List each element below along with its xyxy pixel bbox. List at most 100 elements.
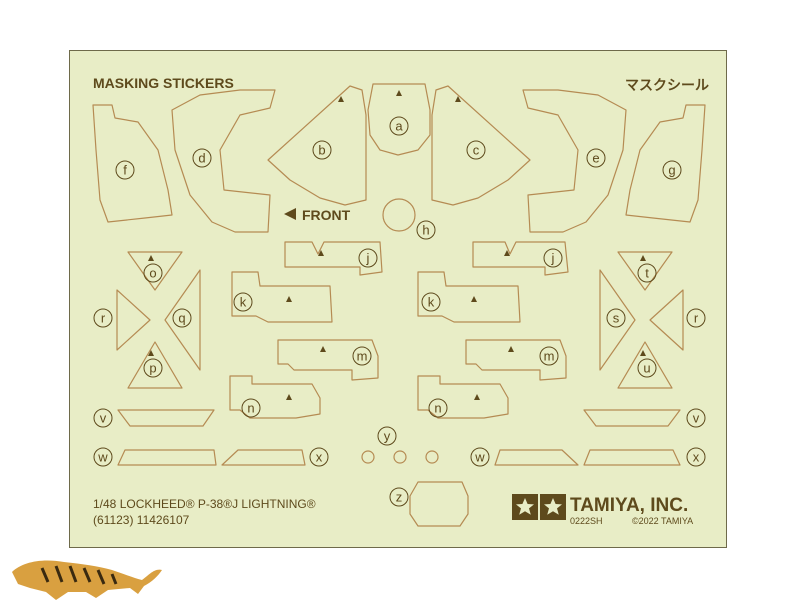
part-label-circle-h <box>416 220 436 240</box>
sticker-v-left <box>117 409 215 427</box>
part-label-circle-w <box>470 447 490 467</box>
part-label-circle-p <box>143 358 163 378</box>
part-label-circle-j <box>358 248 378 268</box>
part-label-n: n <box>247 401 254 416</box>
part-label-circle-n <box>428 398 448 418</box>
part-label-z: z <box>396 490 403 505</box>
sticker-y-3 <box>425 450 439 464</box>
sheet-code: 0222SH <box>570 516 603 526</box>
sticker-a <box>367 83 431 156</box>
part-label-circle-q <box>172 308 192 328</box>
sticker-d <box>171 89 276 233</box>
sticker-r-right <box>649 289 684 351</box>
part-label-c: c <box>473 143 480 158</box>
sticker-x-left <box>221 449 306 466</box>
sticker-r-left <box>116 289 151 351</box>
sticker-h <box>382 198 416 232</box>
sticker-w-left <box>117 449 217 466</box>
sticker-c <box>431 85 531 206</box>
part-label-d: d <box>198 151 205 166</box>
part-label-circle-v <box>686 408 706 428</box>
part-label-s: s <box>613 311 620 326</box>
part-label-j: j <box>551 251 555 266</box>
sticker-s <box>599 269 636 371</box>
part-label-circle-x <box>309 447 329 467</box>
part-label-circle-j <box>543 248 563 268</box>
sticker-n-right <box>417 375 509 419</box>
part-label-h: h <box>422 223 429 238</box>
sticker-x-right <box>583 449 681 466</box>
part-label-circle-k <box>233 292 253 312</box>
sticker-p <box>127 341 183 389</box>
part-label-j: j <box>366 251 370 266</box>
sticker-u <box>617 341 673 389</box>
sticker-k-left <box>231 271 333 323</box>
part-label-circle-k <box>421 292 441 312</box>
part-label-circle-x <box>686 447 706 467</box>
part-label-circle-b <box>312 140 332 160</box>
copyright-notice: ©2022 TAMIYA <box>632 516 694 526</box>
part-label-t: t <box>645 266 649 281</box>
part-label-circle-d <box>192 148 212 168</box>
part-label-o: o <box>149 266 156 281</box>
part-label-circle-r <box>686 308 706 328</box>
part-label-circle-r <box>93 308 113 328</box>
sticker-w-right <box>494 449 579 466</box>
product-code: (61123) 11426107 <box>93 513 190 527</box>
brand-name: TAMIYA, INC. <box>570 495 689 516</box>
part-label-circle-m <box>539 346 559 366</box>
sticker-m-right <box>465 339 567 381</box>
sticker-n-left <box>229 375 321 419</box>
part-label-circle-u <box>637 358 657 378</box>
part-label-p: p <box>149 361 156 376</box>
sticker-b <box>267 85 367 206</box>
sticker-j-left <box>284 241 383 276</box>
tiger-mascot <box>12 560 162 600</box>
part-label-circle-f <box>115 160 135 180</box>
part-label-m: m <box>357 349 368 364</box>
sticker-k-right <box>417 271 521 323</box>
part-label-x: x <box>316 450 323 465</box>
part-label-r: r <box>694 311 699 326</box>
part-label-r: r <box>101 311 106 326</box>
part-label-a: a <box>395 119 403 134</box>
part-label-k: k <box>240 295 247 310</box>
part-label-circle-t <box>637 263 657 283</box>
part-label-x: x <box>693 450 700 465</box>
part-label-circle-n <box>241 398 261 418</box>
sheet-title: MASKING STICKERS <box>93 75 234 91</box>
part-label-n: n <box>434 401 441 416</box>
part-label-circle-v <box>93 408 113 428</box>
part-label-circle-g <box>662 160 682 180</box>
part-label-q: q <box>178 311 185 326</box>
tamiya-star-logo <box>512 494 566 520</box>
part-label-e: e <box>592 151 599 166</box>
front-arrow-icon <box>284 208 296 220</box>
sticker-v-right <box>583 409 681 427</box>
part-label-circle-y <box>377 426 397 446</box>
sheet-title-japanese: マスクシール <box>625 77 709 93</box>
part-label-circle-e <box>586 148 606 168</box>
part-label-w: w <box>474 450 485 465</box>
part-label-b: b <box>318 143 325 158</box>
part-label-circle-s <box>606 308 626 328</box>
part-label-circle-c <box>466 140 486 160</box>
part-label-k: k <box>428 295 435 310</box>
front-label: FRONT <box>302 207 351 223</box>
part-label-m: m <box>544 349 555 364</box>
sticker-o <box>127 251 183 291</box>
part-label-circle-o <box>143 263 163 283</box>
sticker-g <box>625 104 706 223</box>
part-label-circle-m <box>352 346 372 366</box>
part-label-circle-z <box>389 487 409 507</box>
sticker-m-left <box>277 339 379 381</box>
part-label-f: f <box>123 163 127 178</box>
sticker-z <box>409 481 469 527</box>
part-label-y: y <box>384 429 391 444</box>
sticker-e <box>522 89 627 233</box>
sticker-q <box>164 269 201 371</box>
sticker-j-right <box>472 241 569 276</box>
part-label-circle-a <box>389 116 409 136</box>
part-label-g: g <box>668 163 675 178</box>
